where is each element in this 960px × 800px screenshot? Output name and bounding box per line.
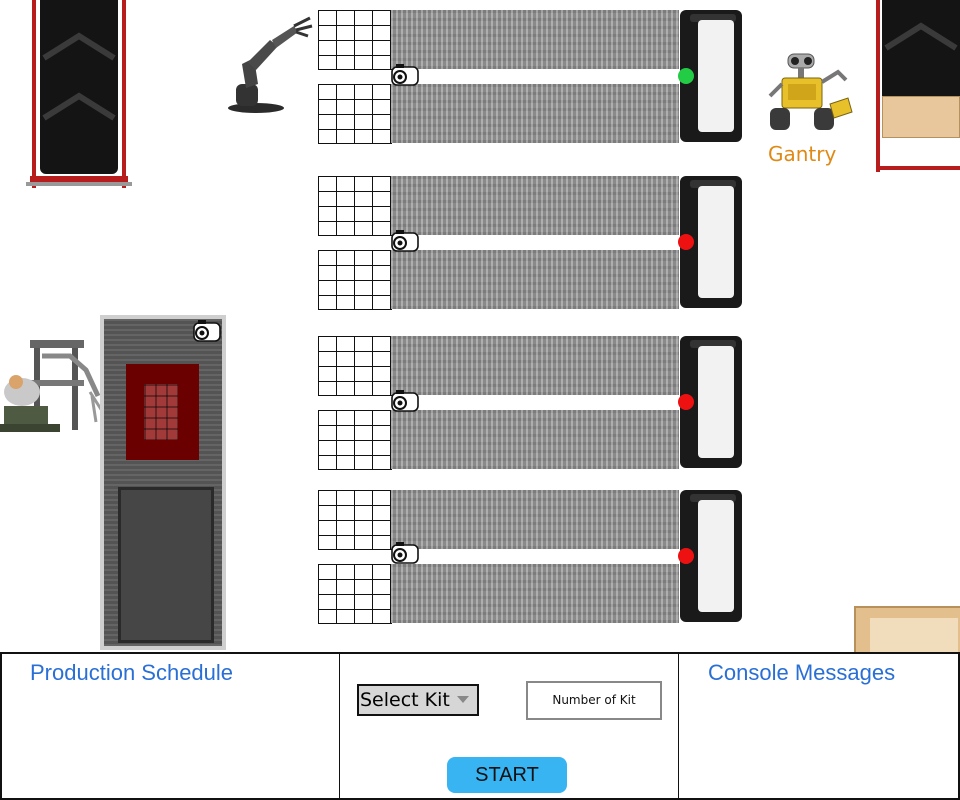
camera-icon (391, 390, 419, 412)
chevron-down-icon (457, 696, 469, 703)
lane-belt-top (391, 176, 679, 235)
lane-belt-bottom (391, 84, 679, 143)
select-kit-label: Select Kit (360, 689, 450, 711)
nest-top (318, 490, 392, 550)
production-schedule-title: Production Schedule (30, 660, 234, 685)
lane-1 (318, 10, 744, 144)
lane-3 (318, 336, 744, 470)
lane-belt-bottom (391, 564, 679, 623)
camera-icon (193, 320, 221, 342)
lane-belt-top (391, 10, 679, 69)
parts-box-icon (882, 96, 960, 138)
lane-belt-bottom (391, 410, 679, 469)
kit-robot-icon (0, 340, 106, 432)
lane-4 (318, 490, 744, 624)
lane-status-light (678, 394, 694, 410)
robot-arm-icon (228, 16, 313, 113)
console-messages-title: Console Messages (708, 660, 896, 685)
nest-top (318, 10, 392, 70)
lane-2 (318, 176, 744, 310)
left-conveyor-tower (26, 0, 132, 188)
nest-bottom (318, 564, 392, 624)
feeder (680, 10, 742, 142)
right-conveyor-tower (876, 0, 960, 172)
lane-belt-top (391, 336, 679, 395)
lane-belt-top (391, 490, 679, 549)
nest-top (318, 176, 392, 236)
camera-icon (391, 230, 419, 252)
lane-status-light (678, 234, 694, 250)
nest-bottom (318, 84, 392, 144)
gantry-label: Gantry (768, 142, 837, 166)
parts-box-icon (854, 606, 960, 652)
lane-status-light (678, 548, 694, 564)
kit-parts-grid (144, 384, 178, 440)
feeder (680, 336, 742, 468)
nest-bottom (318, 250, 392, 310)
nest-top (318, 336, 392, 396)
select-kit-dropdown[interactable]: Select Kit (357, 684, 479, 716)
lane-belt-bottom (391, 250, 679, 309)
feeder (680, 490, 742, 622)
camera-icon (391, 542, 419, 564)
number-of-kit-input[interactable]: Number of Kit (526, 681, 662, 720)
start-button[interactable]: START (447, 757, 567, 793)
gantry-robot-icon (768, 53, 853, 130)
lane-status-light (678, 68, 694, 84)
nest-bottom (318, 410, 392, 470)
camera-icon (391, 64, 419, 86)
